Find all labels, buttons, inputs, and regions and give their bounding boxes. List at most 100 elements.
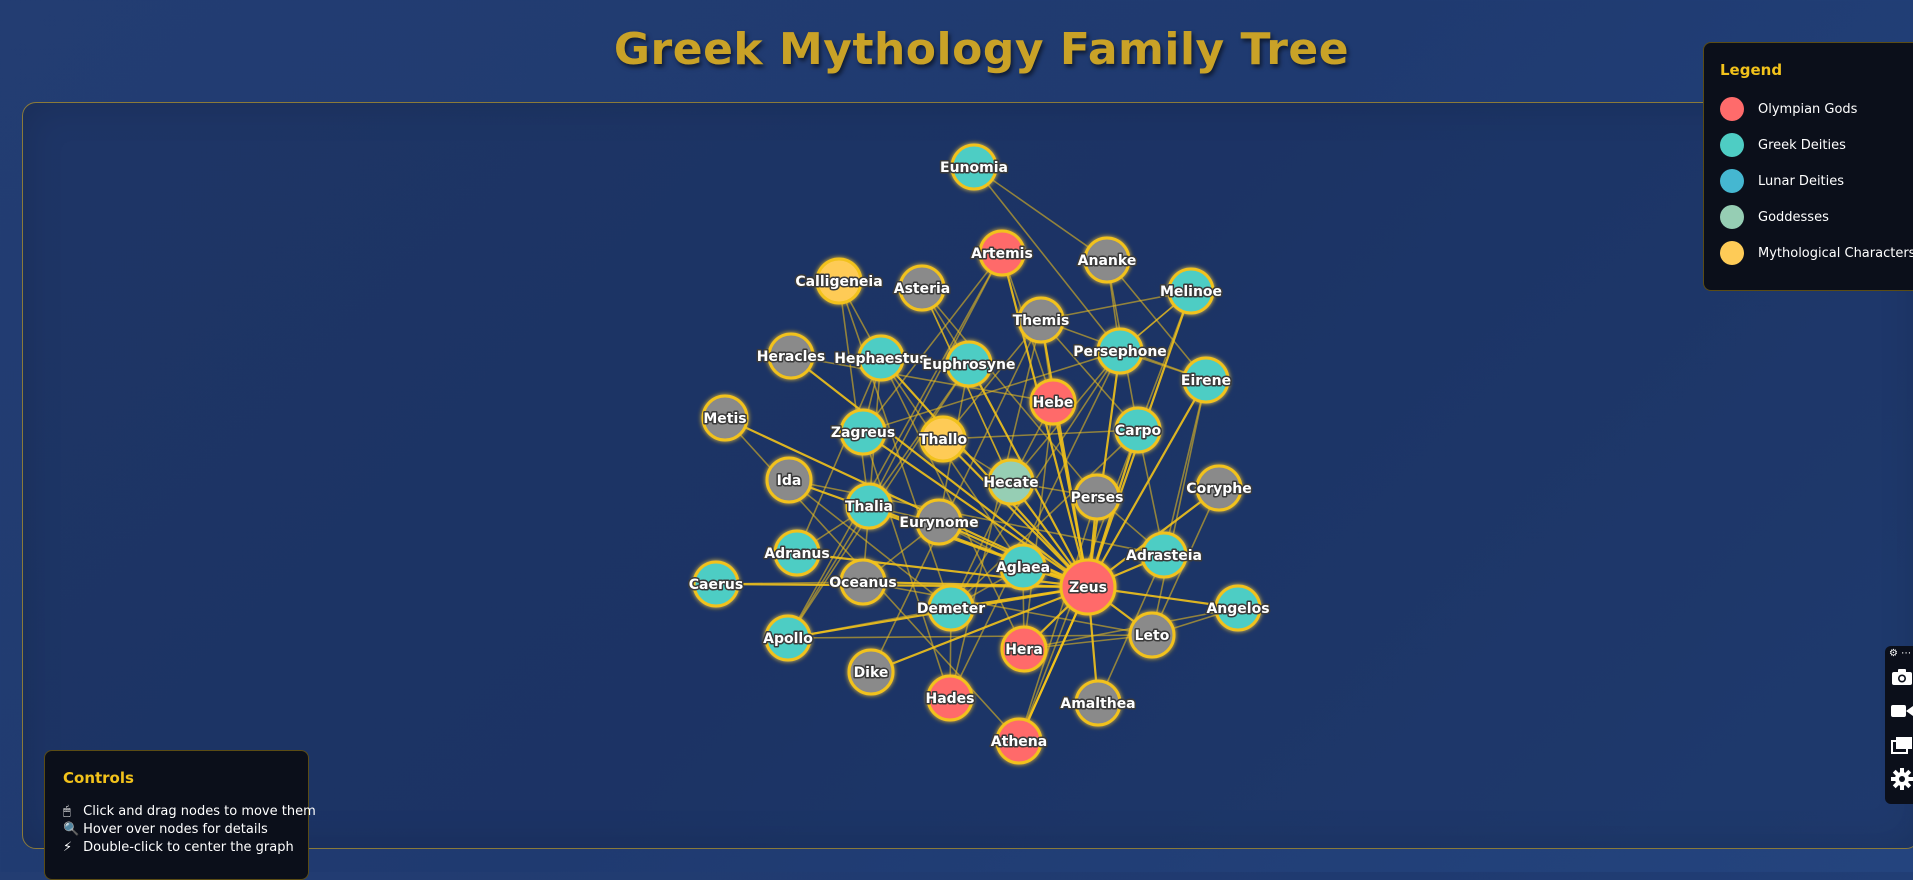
node-leto[interactable]: Leto bbox=[1128, 611, 1176, 659]
node-perses[interactable]: Perses bbox=[1069, 473, 1125, 521]
edge-hades-persephone bbox=[949, 350, 1121, 699]
node-circle[interactable] bbox=[1182, 356, 1230, 404]
windows-icon[interactable] bbox=[1889, 734, 1913, 756]
node-zagreus[interactable]: Zagreus bbox=[829, 408, 897, 456]
node-label: Angelos bbox=[1206, 601, 1269, 617]
node-circle[interactable] bbox=[1195, 464, 1243, 512]
toolbar-menu[interactable]: ⚙ ⋯ bbox=[1889, 648, 1912, 659]
node-hebe[interactable]: Hebe bbox=[1029, 378, 1077, 426]
node-apollo[interactable]: Apollo bbox=[762, 614, 815, 662]
side-toolbar: ⚙ ⋯ bbox=[1885, 646, 1913, 804]
legend-label: Greek Deities bbox=[1758, 137, 1846, 153]
node-ida[interactable]: Ida bbox=[765, 456, 813, 504]
node-circle[interactable] bbox=[815, 257, 863, 305]
node-label: Dike bbox=[854, 665, 889, 681]
node-circle[interactable] bbox=[767, 332, 815, 380]
node-coryphe[interactable]: Coryphe bbox=[1185, 464, 1253, 512]
node-athena[interactable]: Athena bbox=[989, 717, 1049, 765]
node-circle[interactable] bbox=[857, 334, 905, 382]
node-themis[interactable]: Themis bbox=[1011, 296, 1071, 344]
node-artemis[interactable]: Artemis bbox=[970, 229, 1034, 277]
legend-swatch bbox=[1720, 169, 1744, 193]
node-angelos[interactable]: Angelos bbox=[1205, 584, 1271, 632]
node-circle[interactable] bbox=[919, 415, 967, 463]
node-circle[interactable] bbox=[1214, 584, 1262, 632]
node-circle[interactable] bbox=[1167, 267, 1215, 315]
node-hephaestus[interactable]: Hephaestus bbox=[833, 334, 929, 382]
node-zeus[interactable]: Zeus bbox=[1059, 558, 1117, 616]
node-label: Asteria bbox=[894, 281, 951, 297]
edge-hephaestus-aglaea bbox=[880, 357, 1024, 568]
node-hades[interactable]: Hades bbox=[924, 674, 976, 722]
node-ananke[interactable]: Ananke bbox=[1076, 236, 1138, 284]
node-melinoe[interactable]: Melinoe bbox=[1158, 267, 1224, 315]
gear-icon[interactable] bbox=[1889, 768, 1913, 790]
legend-label: Lunar Deities bbox=[1758, 173, 1845, 189]
node-circle[interactable] bbox=[995, 717, 1043, 765]
node-circle[interactable] bbox=[764, 614, 812, 662]
node-circle[interactable] bbox=[692, 560, 740, 608]
node-label: Hades bbox=[925, 691, 974, 707]
node-hecate[interactable]: Hecate bbox=[982, 458, 1040, 506]
node-thalia[interactable]: Thalia bbox=[843, 482, 895, 530]
node-circle[interactable] bbox=[1017, 296, 1065, 344]
node-metis[interactable]: Metis bbox=[701, 394, 749, 442]
node-circle[interactable] bbox=[1083, 236, 1131, 284]
node-circle[interactable] bbox=[847, 648, 895, 696]
node-circle[interactable] bbox=[898, 264, 946, 312]
node-circle[interactable] bbox=[987, 458, 1035, 506]
node-heracles[interactable]: Heracles bbox=[755, 332, 827, 380]
node-circle[interactable] bbox=[1114, 406, 1162, 454]
node-aglaea[interactable]: Aglaea bbox=[994, 543, 1052, 591]
node-circle[interactable] bbox=[978, 229, 1026, 277]
node-circle[interactable] bbox=[950, 143, 998, 191]
edge-melinoe-themis bbox=[1040, 290, 1192, 321]
node-circle[interactable] bbox=[1029, 378, 1077, 426]
node-oceanus[interactable]: Oceanus bbox=[828, 558, 898, 606]
node-circle[interactable] bbox=[999, 543, 1047, 591]
node-circle[interactable] bbox=[1096, 327, 1144, 375]
node-persephone[interactable]: Persephone bbox=[1072, 327, 1168, 375]
node-circle[interactable] bbox=[926, 674, 974, 722]
node-eirene[interactable]: Eirene bbox=[1179, 356, 1233, 404]
edge-zagreus-persephone bbox=[862, 350, 1121, 433]
node-asteria[interactable]: Asteria bbox=[892, 264, 952, 312]
node-circle[interactable] bbox=[927, 584, 975, 632]
node-circle[interactable] bbox=[765, 456, 813, 504]
node-label: Zeus bbox=[1069, 580, 1107, 596]
node-adrasteia[interactable]: Adrasteia bbox=[1125, 531, 1203, 579]
node-circle[interactable] bbox=[1128, 611, 1176, 659]
node-circle[interactable] bbox=[1000, 625, 1048, 673]
edge-eunomia-ananke bbox=[973, 166, 1108, 261]
node-label: Adrasteia bbox=[1126, 548, 1202, 564]
node-thallo[interactable]: Thallo bbox=[917, 415, 969, 463]
node-circle[interactable] bbox=[945, 340, 993, 388]
graph-panel[interactable] bbox=[22, 102, 1913, 849]
node-circle[interactable] bbox=[915, 498, 963, 546]
node-circle[interactable] bbox=[773, 529, 821, 577]
camera-icon[interactable] bbox=[1889, 666, 1913, 688]
node-circle[interactable] bbox=[839, 408, 887, 456]
node-amalthea[interactable]: Amalthea bbox=[1059, 679, 1137, 727]
node-calligeneia[interactable]: Calligeneia bbox=[794, 257, 884, 305]
node-caerus[interactable]: Caerus bbox=[687, 560, 745, 608]
edge-oceanus-leto bbox=[862, 581, 1153, 636]
node-circle[interactable] bbox=[1059, 558, 1117, 616]
node-hera[interactable]: Hera bbox=[1000, 625, 1048, 673]
node-euphrosyne[interactable]: Euphrosyne bbox=[921, 340, 1017, 388]
node-circle[interactable] bbox=[839, 558, 887, 606]
node-circle[interactable] bbox=[1073, 473, 1121, 521]
node-demeter[interactable]: Demeter bbox=[915, 584, 987, 632]
video-icon[interactable] bbox=[1889, 700, 1913, 722]
node-circle[interactable] bbox=[701, 394, 749, 442]
node-eurynome[interactable]: Eurynome bbox=[898, 498, 980, 546]
node-adranus[interactable]: Adranus bbox=[763, 529, 831, 577]
node-carpo[interactable]: Carpo bbox=[1113, 406, 1163, 454]
edge-thallo-carpo bbox=[942, 429, 1139, 440]
node-circle[interactable] bbox=[845, 482, 893, 530]
node-circle[interactable] bbox=[1074, 679, 1122, 727]
node-eunomia[interactable]: Eunomia bbox=[939, 143, 1009, 191]
node-circle[interactable] bbox=[1140, 531, 1188, 579]
node-dike[interactable]: Dike bbox=[847, 648, 895, 696]
